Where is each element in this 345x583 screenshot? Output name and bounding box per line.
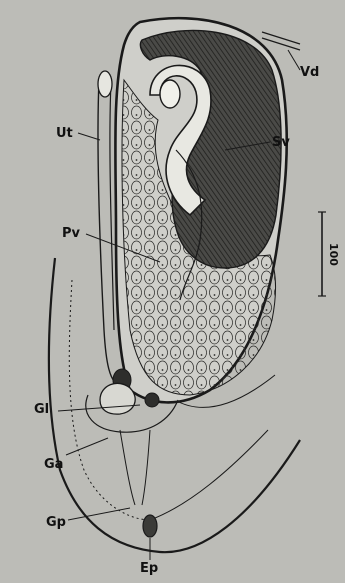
vas-deferens-1 <box>262 32 300 44</box>
vas-deferens-2 <box>262 38 300 50</box>
label-ep: Ep <box>140 562 158 575</box>
leader-ga <box>66 438 108 455</box>
leader-gp <box>68 508 130 520</box>
label-gl: Gl <box>34 403 49 416</box>
label-gp: Gp <box>46 516 66 529</box>
label-sv: Sv <box>272 136 290 149</box>
uterus-duct-inner <box>110 82 114 330</box>
label-vd: Vd <box>300 66 319 79</box>
uterus-tip <box>98 71 112 97</box>
ejaculatory-pore <box>143 515 157 537</box>
duct-loop-opening <box>160 80 180 108</box>
scale-bar-label: 100 <box>327 243 340 266</box>
genital-canal <box>120 430 150 505</box>
gland-lobe <box>100 383 135 414</box>
gland-dark-2 <box>145 393 159 407</box>
leader-vd <box>288 50 300 70</box>
label-ut: Ut <box>56 127 73 140</box>
label-pv: Pv <box>62 227 80 240</box>
leader-ut <box>78 133 100 140</box>
label-ga: Ga <box>44 458 63 471</box>
